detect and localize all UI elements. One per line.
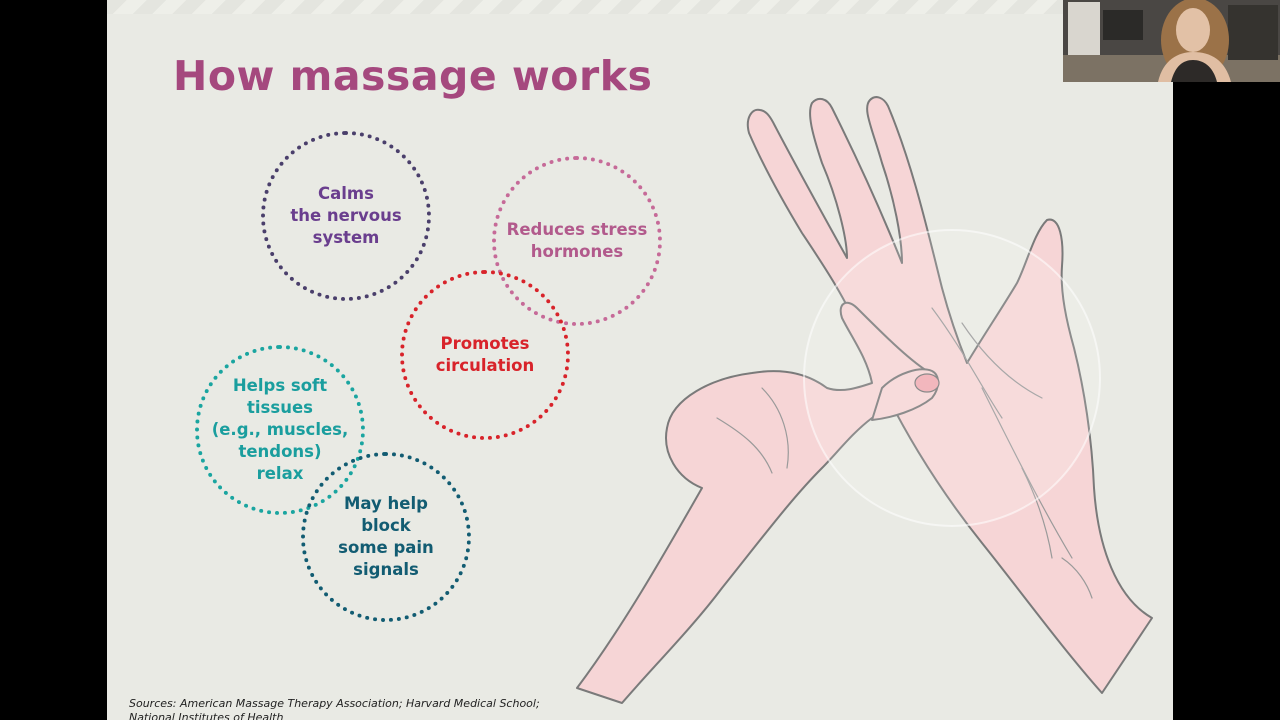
decorative-stripe: [107, 0, 1173, 14]
bubble-line: Calms: [318, 184, 374, 203]
bubble-line: Reduces stress: [506, 220, 648, 239]
bubble-line: hormones: [530, 242, 624, 261]
right-hand-shape: [746, 96, 1153, 694]
bubble-calms-nervous-system: Calms the nervous system: [261, 131, 431, 301]
bubble-line: Helps soft: [232, 376, 328, 395]
webcam-scene: [1063, 0, 1280, 82]
bubble-helps-soft-tissues: Helps soft tissues (e.g., muscles, tendo…: [195, 345, 365, 515]
bubble-line: some pain: [338, 538, 434, 557]
bubble-line: tendons): [238, 442, 322, 461]
bubble-promotes-circulation: Promotes circulation: [400, 270, 570, 440]
thumbnail-nail: [914, 373, 940, 393]
bubble-line: (e.g., muscles,: [211, 420, 349, 439]
massage-point-highlight: [803, 229, 1101, 527]
presenter-webcam-thumbnail[interactable]: [1063, 0, 1280, 82]
hands-massage-illustration: [576, 96, 1153, 704]
bubble-line: the nervous: [290, 206, 402, 225]
bubble-line: May help: [344, 494, 428, 513]
bubble-reduces-stress-hormones: Reduces stress hormones: [492, 156, 662, 326]
bubble-line: Promotes: [440, 334, 530, 353]
sources-footnote: Sources: American Massage Therapy Associ…: [129, 697, 540, 720]
presentation-slide: How massage works Calms the nervous syst…: [107, 0, 1173, 720]
bubble-line: circulation: [435, 356, 535, 375]
bubble-line: tissues: [247, 398, 313, 417]
bubble-line: system: [312, 228, 380, 247]
slide-title: How massage works: [173, 52, 653, 100]
bubble-line: block: [361, 516, 411, 535]
bubble-may-help-block-pain: May help block some pain signals: [301, 452, 471, 622]
bubble-line: signals: [353, 560, 419, 579]
left-hand-shape: [576, 301, 935, 704]
bubble-line: relax: [256, 464, 304, 483]
